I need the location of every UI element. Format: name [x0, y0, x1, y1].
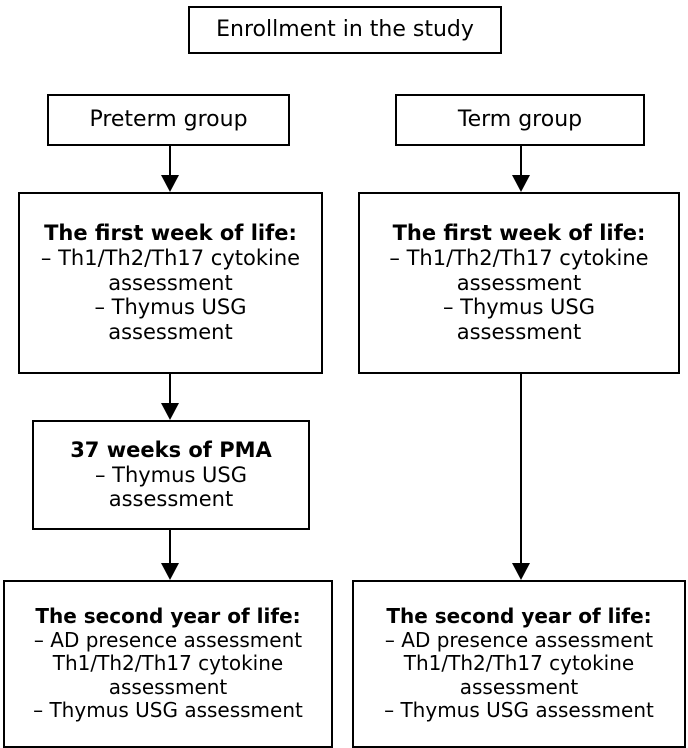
node-term-second-year-line-4: – Thymus USG assessment	[384, 698, 654, 723]
node-term-first-week-line-3: – Thymus USG	[442, 295, 596, 320]
arrow-shaft	[520, 146, 522, 177]
node-term-group: Term group	[395, 94, 645, 146]
node-preterm-first-week-line-1: – Th1/Th2/Th17 cytokine	[40, 245, 301, 270]
arrow-shaft	[169, 530, 171, 565]
node-term-first-week: The first week of life: – Th1/Th2/Th17 c…	[358, 192, 680, 374]
node-pma-37-weeks-heading: 37 weeks of PMA	[70, 437, 272, 462]
arrow-shaft	[169, 146, 171, 177]
node-term-first-week-line-2: assessment	[456, 270, 582, 295]
node-preterm-group-line-0: Preterm group	[89, 107, 248, 133]
node-term-second-year-line-3: assessment	[459, 674, 579, 699]
node-term-second-year-line-1: – AD presence assessment	[384, 627, 654, 652]
arrowhead-down-icon	[512, 175, 530, 192]
node-preterm-second-year-line-4: – Thymus USG assessment	[33, 698, 303, 723]
node-term-group-line-0: Term group	[457, 107, 583, 133]
node-enrollment: Enrollment in the study	[188, 6, 502, 54]
node-preterm-second-year: The second year of life: – AD presence a…	[3, 580, 333, 748]
node-pma-37-weeks-line-1: – Thymus USG	[94, 462, 248, 487]
node-preterm-first-week-line-4: assessment	[108, 320, 233, 345]
node-enrollment-line-0: Enrollment in the study	[216, 17, 474, 43]
arrow-preterm-group-to-first-week	[160, 146, 180, 192]
node-pma-37-weeks: 37 weeks of PMA – Thymus USG assessment	[32, 420, 310, 530]
arrow-preterm-first-week-to-pma	[160, 374, 180, 420]
node-term-second-year-heading: The second year of life:	[386, 604, 652, 629]
node-preterm-second-year-line-3: assessment	[108, 674, 228, 699]
arrowhead-down-icon	[161, 403, 179, 420]
node-preterm-second-year-line-2: Th1/Th2/Th17 cytokine	[52, 651, 284, 676]
arrow-shaft	[169, 374, 171, 405]
arrow-pma-to-preterm-second-year	[160, 530, 180, 580]
node-preterm-first-week: The first week of life: – Th1/Th2/Th17 c…	[18, 192, 323, 374]
node-preterm-first-week-line-3: – Thymus USG	[94, 295, 247, 320]
arrow-shaft	[520, 374, 522, 565]
arrowhead-down-icon	[161, 175, 179, 192]
node-preterm-group: Preterm group	[47, 94, 290, 146]
node-preterm-first-week-line-2: assessment	[108, 270, 233, 295]
node-preterm-second-year-heading: The second year of life:	[35, 604, 301, 629]
arrowhead-down-icon	[512, 563, 530, 580]
node-term-first-week-line-1: – Th1/Th2/Th17 cytokine	[389, 245, 649, 270]
arrowhead-down-icon	[161, 563, 179, 580]
node-term-first-week-heading: The first week of life:	[392, 221, 646, 246]
node-term-second-year: The second year of life: – AD presence a…	[352, 580, 686, 748]
node-pma-37-weeks-line-2: assessment	[108, 487, 234, 512]
arrow-term-group-to-first-week	[511, 146, 531, 192]
node-term-first-week-line-4: assessment	[456, 320, 582, 345]
node-term-second-year-line-2: Th1/Th2/Th17 cytokine	[403, 651, 635, 676]
arrow-term-first-week-to-second-year	[511, 374, 531, 580]
node-preterm-first-week-heading: The first week of life:	[44, 221, 297, 246]
node-preterm-second-year-line-1: – AD presence assessment	[33, 627, 303, 652]
